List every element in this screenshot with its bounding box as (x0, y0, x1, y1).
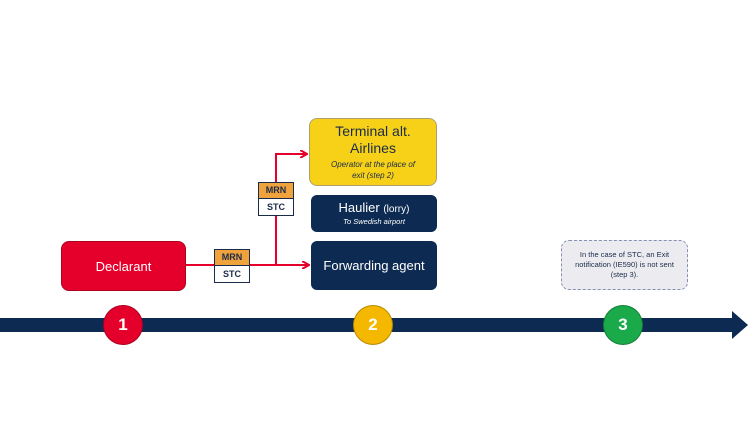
timeline-arrowhead (732, 311, 748, 339)
step-2-marker: 2 (353, 305, 393, 345)
stc-label: STC (259, 199, 293, 215)
step-2-label: 2 (368, 315, 378, 334)
mrn-stc-tag-lower: MRN STC (214, 249, 250, 283)
declarant-box: Declarant (61, 241, 186, 291)
mrn-stc-tag-upper: MRN STC (258, 182, 294, 216)
mrn-label: MRN (259, 183, 293, 199)
declarant-label: Declarant (95, 258, 152, 274)
forwarding-agent-box: Forwarding agent (311, 241, 437, 290)
haulier-title: Haulier (338, 200, 380, 215)
note-text: In the case of STC, an Exit notification… (575, 250, 674, 279)
haulier-subtitle: To Swedish airport (343, 217, 405, 226)
arrow-to-terminal (275, 154, 306, 265)
stc-label: STC (215, 266, 249, 282)
step-1-label: 1 (118, 315, 128, 334)
step-3-label: 3 (618, 315, 628, 334)
terminal-airlines-box: Terminal alt. Airlines Operator at the p… (309, 118, 437, 186)
step-1-marker: 1 (103, 305, 143, 345)
step-3-marker: 3 (603, 305, 643, 345)
haulier-box: Haulier (lorry) To Swedish airport (311, 195, 437, 232)
terminal-title: Terminal alt. Airlines (335, 123, 411, 156)
haulier-title-suffix: (lorry) (383, 204, 410, 215)
mrn-label: MRN (215, 250, 249, 266)
terminal-subtitle: Operator at the place of exit (step 2) (330, 160, 416, 180)
stc-note: In the case of STC, an Exit notification… (561, 240, 688, 290)
forwarding-agent-label: Forwarding agent (323, 258, 425, 273)
